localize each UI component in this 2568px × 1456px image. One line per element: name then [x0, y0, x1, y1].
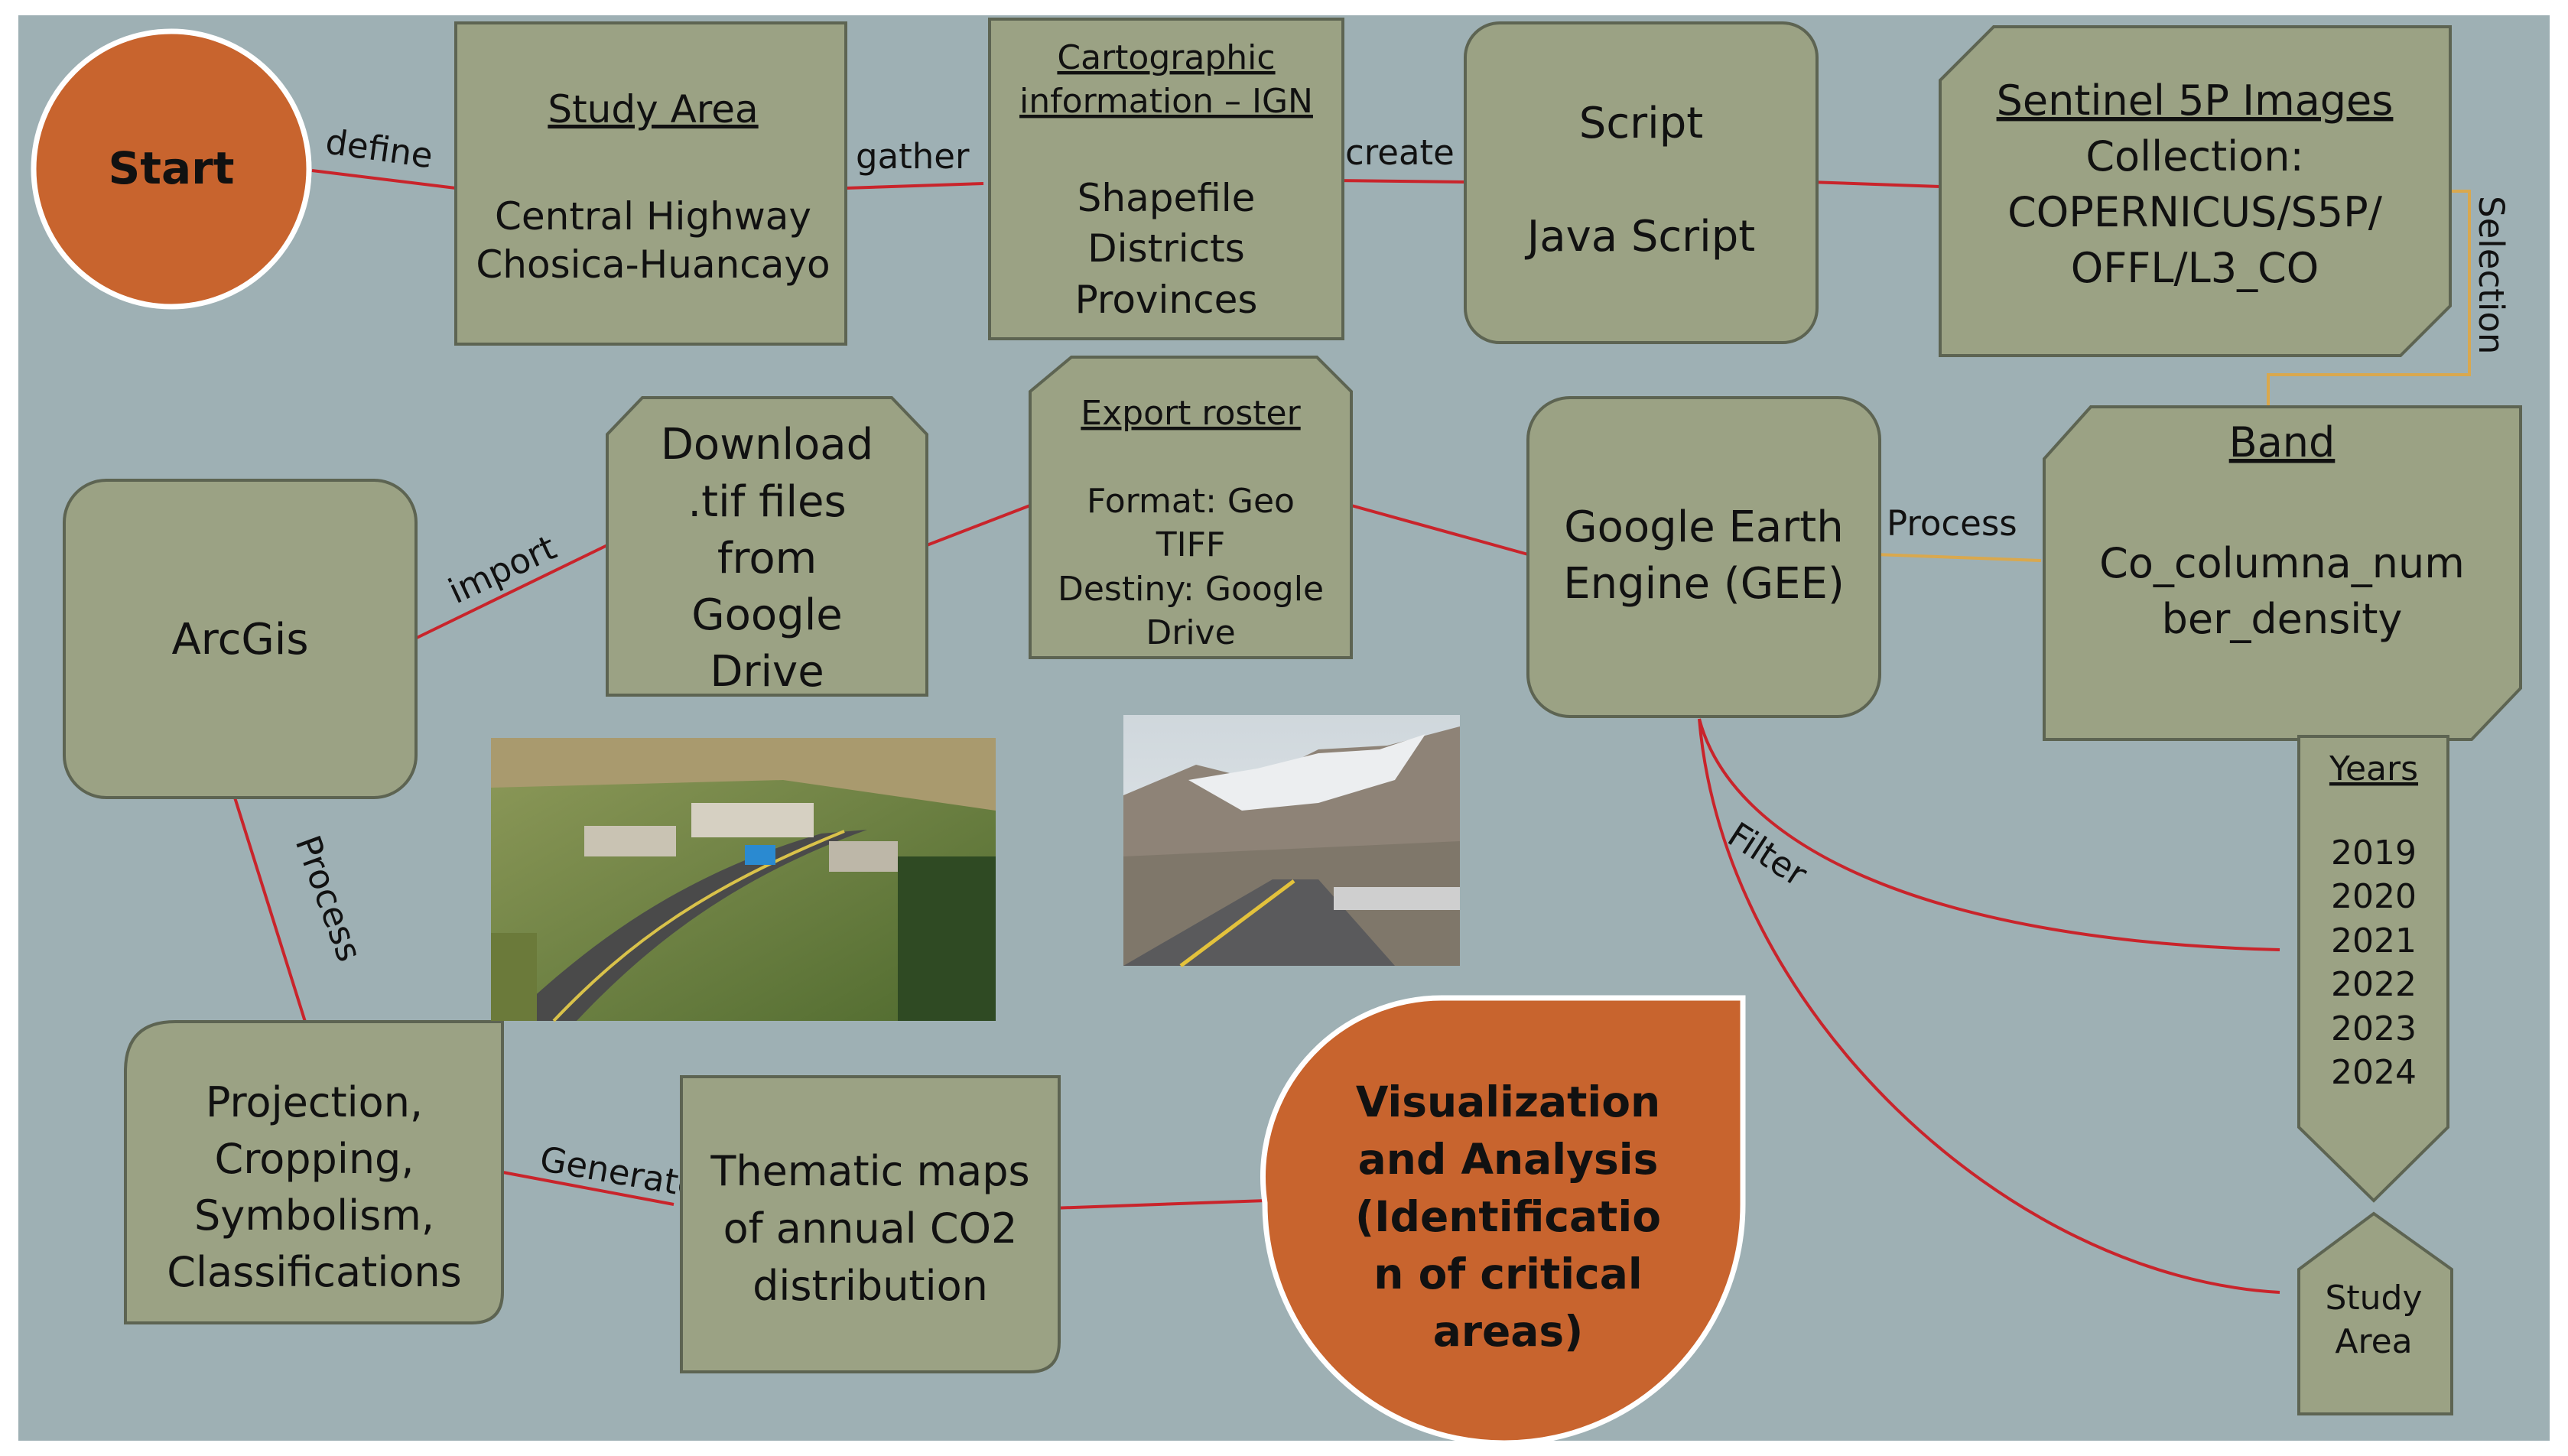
edge-arcgis-projection [233, 797, 307, 1022]
study-area-node [454, 21, 847, 346]
gee-line1: Google Earth [1564, 502, 1843, 552]
edge-label-generate: Generate [537, 1139, 702, 1207]
edges [233, 169, 2280, 1294]
visualization-line2: and Analysis [1358, 1135, 1659, 1184]
edge-label-gather: gather [856, 136, 970, 177]
edge-gee-years [1698, 718, 2280, 951]
export-line2: TIFF [1156, 525, 1225, 564]
visualization-node [1260, 995, 1746, 1441]
thematic-line1: Thematic maps [710, 1147, 1029, 1195]
band-line2: ber_density [2162, 595, 2403, 643]
study-area-line1: Central Highway [495, 194, 811, 239]
edge-thematic-visualization [1051, 1199, 1266, 1210]
flowchart: define gather create Selection Process i… [31, 18, 2522, 1441]
study-area-small-line1: Study [2325, 1279, 2422, 1318]
selection-edges [1874, 190, 2471, 562]
years-node [2297, 735, 2449, 1203]
edge-label-filter: Filter [1721, 814, 1815, 895]
gee-node [1526, 396, 1881, 718]
visualization-line5: areas) [1433, 1307, 1584, 1356]
cartographic-title-1: Cartographic [1057, 38, 1275, 77]
thematic-node [680, 1075, 1061, 1373]
projection-line2: Cropping, [215, 1135, 414, 1183]
arcgis-node [63, 479, 418, 799]
thematic-line2: of annual CO2 [723, 1204, 1018, 1253]
edge-label-selection: Selection [2471, 196, 2511, 354]
band-line1: Co_columna_num [2099, 539, 2465, 587]
years-2019: 2019 [2331, 834, 2417, 873]
edge-band-gee [1874, 553, 2042, 562]
visualization-line4: n of critical [1373, 1250, 1642, 1298]
cartographic-node [988, 18, 1344, 340]
edge-label-process-gee: Process [1887, 503, 2017, 544]
script-line1: Script [1579, 99, 1703, 148]
sentinel-title: Sentinel 5P Images [1997, 76, 2394, 125]
export-line1: Format: Geo [1087, 482, 1295, 521]
edge-gee-study [1698, 718, 2280, 1294]
start-node [31, 28, 312, 310]
sentinel-line1: Collection: [2085, 132, 2303, 180]
visualization-line1: Visualization [1356, 1077, 1660, 1126]
edge-carto-script [1331, 179, 1466, 184]
study-area-small-line2: Area [2335, 1322, 2412, 1361]
visualization-line3: (Identificatio [1355, 1192, 1661, 1241]
download-line1: Download [661, 420, 873, 470]
edge-script-sentinel [1809, 180, 1941, 188]
thematic-line3: distribution [753, 1262, 988, 1310]
years-title: Years [2329, 749, 2418, 788]
years-2020: 2020 [2331, 877, 2417, 916]
export-title: Export roster [1081, 394, 1301, 433]
band-title: Band [2229, 418, 2336, 466]
sentinel-line2: COPERNICUS/S5P/ [2007, 188, 2383, 236]
edge-label-process-arcgis: Process [288, 830, 370, 967]
cartographic-title-2: information – IGN [1019, 82, 1313, 121]
edge-sentinel-band [2267, 190, 2471, 407]
mountain-road-photo [1123, 715, 1460, 967]
start-label: Start [109, 142, 235, 194]
years-2022: 2022 [2331, 965, 2417, 1004]
gee-line2: Engine (GEE) [1563, 559, 1845, 609]
projection-line1: Projection, [206, 1078, 423, 1126]
download-node [606, 396, 928, 697]
download-line3: from [717, 534, 817, 583]
edge-export-download [926, 504, 1031, 547]
edge-gee-export [1351, 504, 1529, 556]
years-2024: 2024 [2331, 1053, 2417, 1092]
years-2023: 2023 [2331, 1009, 2417, 1048]
projection-node [124, 1020, 504, 1324]
highway-photo [491, 738, 996, 1022]
study-area-line2: Chosica-Huancayo [476, 242, 830, 287]
export-node [1029, 356, 1353, 659]
band-node [2043, 405, 2522, 741]
edge-label-import: import [442, 527, 562, 612]
script-node [1464, 21, 1819, 344]
script-line2: Java Script [1525, 212, 1756, 262]
edge-label-create: create [1345, 132, 1455, 173]
study-area-small-node [2297, 1211, 2453, 1415]
download-line2: .tif files [688, 477, 846, 527]
cartographic-line3: Provinces [1075, 278, 1258, 322]
study-area-title: Study Area [548, 87, 758, 132]
cartographic-line2: Districts [1087, 226, 1245, 271]
years-2021: 2021 [2331, 921, 2417, 960]
edge-study-carto [845, 182, 984, 190]
download-line5: Drive [710, 647, 824, 697]
diagram-stage: define gather create Selection Process i… [18, 15, 2550, 1441]
cartographic-line1: Shapefile [1078, 176, 1256, 220]
edge-download-arcgis [414, 544, 608, 640]
export-line3: Destiny: Google [1058, 570, 1324, 609]
sentinel-line3: OFFL/L3_CO [2071, 244, 2319, 292]
export-line4: Drive [1146, 613, 1235, 652]
arcgis-label: ArcGis [171, 615, 308, 665]
edge-label-define: define [323, 121, 435, 176]
edge-start-study [311, 169, 457, 190]
projection-line4: Classifications [167, 1248, 461, 1296]
download-line4: Google [691, 590, 842, 640]
projection-line3: Symbolism, [194, 1191, 434, 1240]
sentinel-node [1939, 25, 2452, 357]
edge-projection-thematic [494, 1169, 675, 1206]
